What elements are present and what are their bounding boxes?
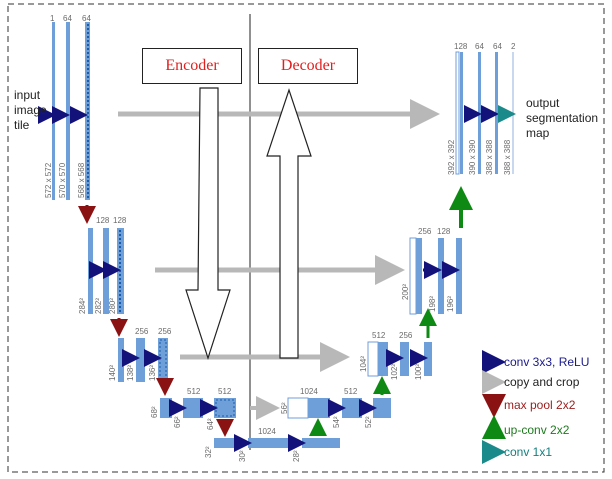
size-label: 388 x 388 — [485, 139, 494, 175]
legend-copy: copy and crop — [504, 375, 580, 389]
input-label-line3: tile — [14, 118, 30, 132]
size-label: 68² — [150, 406, 159, 418]
decoder-label: Decoder — [258, 48, 358, 84]
size-label: 280² — [108, 297, 117, 314]
channel-label: 1024 — [300, 387, 318, 396]
output-label-line1: output — [526, 96, 560, 110]
channel-label: 64 — [63, 14, 72, 23]
size-label: 30² — [238, 450, 247, 462]
channel-label: 2 — [511, 42, 516, 51]
channel-label: 512 — [344, 387, 358, 396]
size-label: 388 x 388 — [503, 139, 512, 175]
channel-label: 128 — [96, 216, 110, 225]
size-label: 52² — [364, 416, 373, 428]
size-label: 200² — [401, 283, 410, 300]
size-label: 56² — [280, 402, 289, 414]
decoder-up-arrow — [266, 88, 312, 359]
channel-label: 128 — [437, 227, 451, 236]
channel-label: 512 — [187, 387, 201, 396]
size-label: 28² — [292, 450, 301, 462]
legend-conv1x1: conv 1x1 — [504, 445, 553, 459]
size-label: 32² — [204, 446, 213, 458]
channel-label: 256 — [399, 331, 413, 340]
size-label: 284² — [78, 297, 87, 314]
encoder-down-arrow — [185, 87, 231, 360]
output-label-line3: map — [526, 126, 550, 140]
channel-label: 128 — [113, 216, 127, 225]
size-label: 64² — [206, 418, 215, 430]
channel-label: 256 — [158, 327, 172, 336]
legend-pool: max pool 2x2 — [504, 398, 576, 412]
size-label: 282² — [94, 297, 103, 314]
size-label: 390 x 390 — [468, 139, 477, 175]
size-label: 54² — [332, 416, 341, 428]
channel-label: 512 — [372, 331, 386, 340]
size-label: 102² — [390, 363, 399, 380]
legend-conv: conv 3x3, ReLU — [504, 355, 590, 369]
legend-upconv: up-conv 2x2 — [504, 423, 570, 437]
channel-label: 512 — [218, 387, 232, 396]
size-label: 568 x 568 — [77, 162, 86, 198]
channel-label: 64 — [493, 42, 502, 51]
size-label: 140² — [108, 364, 117, 381]
size-label: 66² — [173, 416, 182, 428]
input-label-line2: image — [14, 103, 47, 117]
channel-label: 256 — [135, 327, 149, 336]
channel-label: 128 — [454, 42, 468, 51]
size-label: 196² — [446, 295, 455, 312]
size-label: 570 x 570 — [58, 162, 67, 198]
encoder-label: Encoder — [142, 48, 242, 84]
size-label: 138² — [126, 364, 135, 381]
outer-border — [7, 3, 605, 473]
channel-label: 256 — [418, 227, 432, 236]
size-label: 198² — [428, 295, 437, 312]
channel-label: 64 — [475, 42, 484, 51]
input-label-line1: input — [14, 88, 41, 102]
channel-label: 1024 — [258, 427, 276, 436]
size-label: 136² — [148, 364, 157, 381]
channel-label: 1 — [50, 14, 55, 23]
channel-label: 64 — [82, 14, 91, 23]
size-label: 104² — [359, 355, 368, 372]
output-label-line2: segmentation — [526, 111, 599, 125]
size-label: 100² — [414, 363, 423, 380]
size-label: 392 x 392 — [447, 139, 456, 175]
size-label: 572 x 572 — [44, 162, 53, 198]
